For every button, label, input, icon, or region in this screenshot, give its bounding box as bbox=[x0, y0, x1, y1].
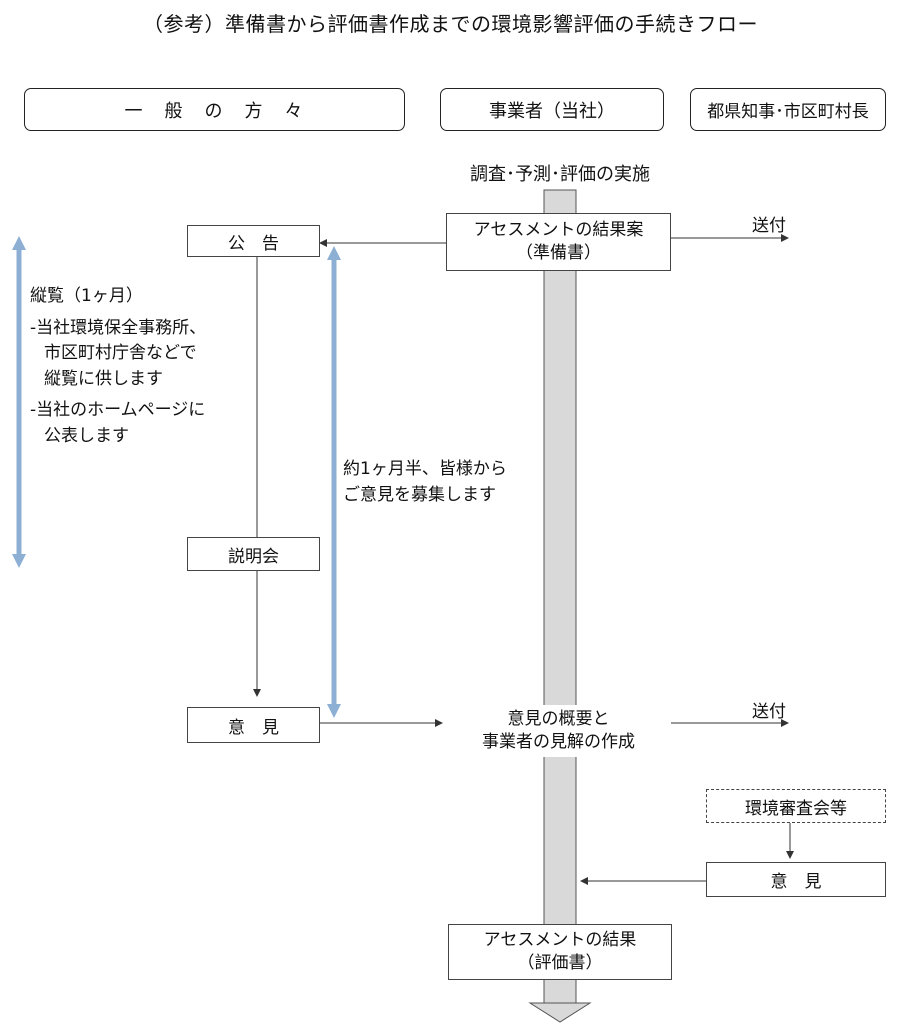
inspection-note-item-1: -当社環境保全事務所、 bbox=[30, 317, 207, 338]
inspection-note-heading: 縦覧（1ヶ月） bbox=[30, 286, 143, 306]
diagram-title: （参考）準備書から評価書作成までの環境影響評価の手続きフロー bbox=[143, 12, 758, 36]
comment-period-note: 約1ヶ月半、皆様から ご意見を募集します bbox=[343, 457, 553, 508]
draft-assessment-box: アセスメントの結果案 （準備書） bbox=[446, 213, 671, 271]
survey-label: 調査･予測･評価の実施 bbox=[470, 164, 650, 185]
inspection-note-item-2-cont: 公表します bbox=[44, 425, 129, 446]
inspection-note-item-1-cont-2: 縦覧に供します bbox=[44, 368, 163, 389]
send-label-1: 送付 bbox=[752, 216, 786, 236]
comment-period-line-2: ご意見を募集します bbox=[343, 484, 496, 505]
final-assessment-subtitle: （評価書） bbox=[517, 953, 603, 973]
review-council-label: 環境審査会等 bbox=[745, 798, 847, 819]
briefing-box: 説明会 bbox=[187, 537, 320, 571]
draft-assessment-subtitle: （準備書） bbox=[516, 243, 601, 263]
header-governor: 都県知事･市区町村長 bbox=[690, 88, 886, 131]
final-assessment-title: アセスメントの結果 bbox=[483, 930, 637, 951]
announcement-label: 公 告 bbox=[228, 233, 279, 254]
inspection-note: 縦覧（1ヶ月） -当社環境保全事務所、 市区町村庁舎などで 縦覧に供します -当… bbox=[30, 284, 262, 449]
briefing-label: 説明会 bbox=[228, 546, 279, 567]
header-general-public-label: 一 般 の 方 々 bbox=[124, 100, 305, 122]
public-opinion-label: 意 見 bbox=[228, 717, 279, 738]
summary-line-2: 事業者の見解の作成 bbox=[482, 732, 635, 752]
review-council-box: 環境審査会等 bbox=[706, 789, 886, 823]
summary-box: 意見の概要と 事業者の見解の作成 bbox=[446, 705, 671, 757]
header-company: 事業者（当社） bbox=[440, 88, 664, 131]
governor-opinion-label: 意 見 bbox=[770, 872, 822, 892]
header-company-label: 事業者（当社） bbox=[489, 100, 615, 122]
inspection-period-arrow bbox=[12, 236, 26, 568]
inspection-note-item-1-cont-1: 市区町村庁舎などで bbox=[44, 343, 197, 363]
comment-period-line-1: 約1ヶ月半、皆様から bbox=[343, 459, 507, 479]
final-assessment-box: アセスメントの結果 （評価書） bbox=[448, 924, 672, 980]
header-general-public: 一 般 の 方 々 bbox=[24, 88, 405, 131]
comment-period-arrow bbox=[327, 246, 341, 718]
governor-opinion-box: 意 見 bbox=[706, 862, 886, 897]
draft-assessment-title: アセスメントの結果案 bbox=[473, 220, 644, 241]
inspection-note-item-2: -当社のホームページに bbox=[30, 400, 206, 420]
send-label-2: 送付 bbox=[752, 702, 786, 722]
process-spine bbox=[528, 189, 592, 1023]
header-governor-label: 都県知事･市区町村長 bbox=[707, 102, 869, 122]
announcement-box: 公 告 bbox=[187, 225, 320, 257]
public-opinion-box: 意 見 bbox=[187, 707, 320, 743]
summary-line-1: 意見の概要と bbox=[507, 709, 610, 730]
